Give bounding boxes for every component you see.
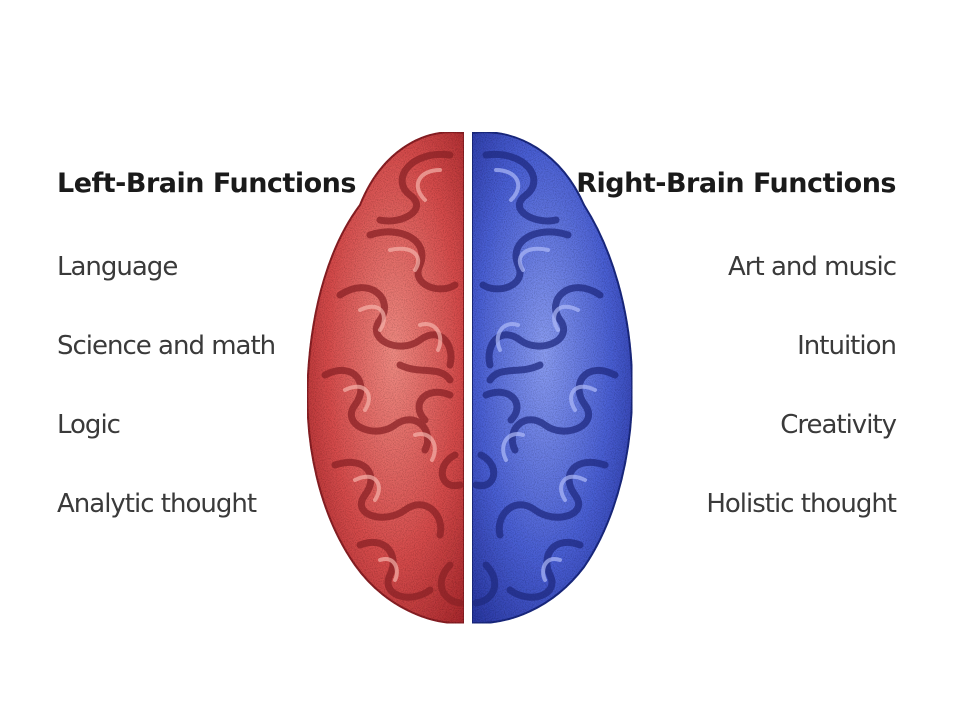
left-function-item: Analytic thought [57, 489, 257, 519]
right-brain-function-list: Art and music Intuition Creativity Holis… [706, 247, 897, 563]
right-function-item: Creativity [780, 410, 897, 440]
left-function-item: Logic [57, 410, 121, 440]
left-brain-heading: Left-Brain Functions [57, 168, 356, 199]
right-hemisphere [471, 131, 634, 625]
right-function-item: Holistic thought [706, 489, 897, 519]
left-hemisphere [306, 131, 465, 625]
left-brain-function-list: Language Science and math Logic Analytic… [57, 247, 276, 563]
right-function-item: Intuition [797, 331, 897, 361]
left-function-item: Science and math [57, 331, 276, 361]
brain-illustration [306, 131, 634, 625]
right-brain-heading: Right-Brain Functions [576, 168, 896, 199]
right-function-item: Art and music [728, 252, 897, 282]
left-function-item: Language [57, 252, 178, 282]
